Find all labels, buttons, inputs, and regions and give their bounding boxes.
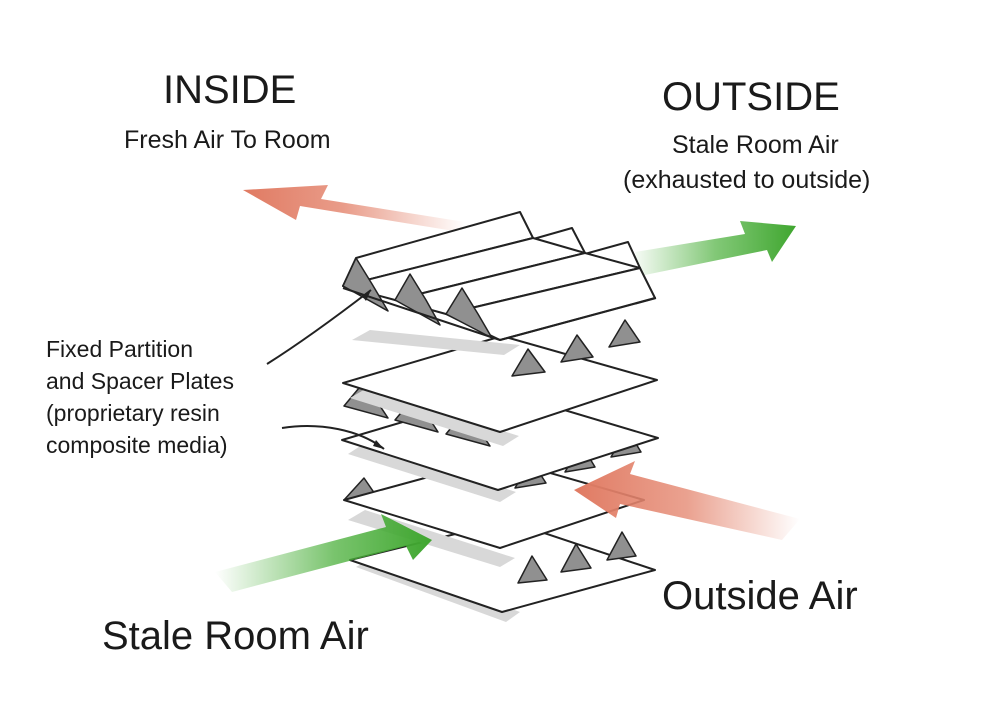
outside-subtitle-line-1: Stale Room Air [672,131,839,159]
outside-subtitle-line-2: (exhausted to outside) [623,166,871,194]
outside-air-label: Outside Air [662,574,858,618]
stale-exhaust-arrow [635,221,796,276]
outside-title: OUTSIDE [662,75,840,119]
callout-arrow-upper [266,289,372,365]
outside-air-arrow [574,461,800,540]
callout-line-3: (proprietary resin [46,400,220,426]
inside-title: INSIDE [163,68,297,112]
callout-line-4: composite media) [46,432,228,458]
stale-room-air-arrow [215,514,432,592]
spacer-ridges-row-5 [517,531,637,584]
partition-plates-callout: Fixed Partition and Spacer Plates (propr… [46,333,234,461]
stale-room-air-label: Stale Room Air [102,614,369,658]
callout-line-2: and Spacer Plates [46,368,234,394]
fresh-air-to-room-arrow [243,185,465,232]
plate-stack [341,211,659,622]
callout-line-1: Fixed Partition [46,336,194,362]
spacer-ridges-row-1 [511,319,641,377]
inside-subtitle: Fresh Air To Room [124,126,331,154]
